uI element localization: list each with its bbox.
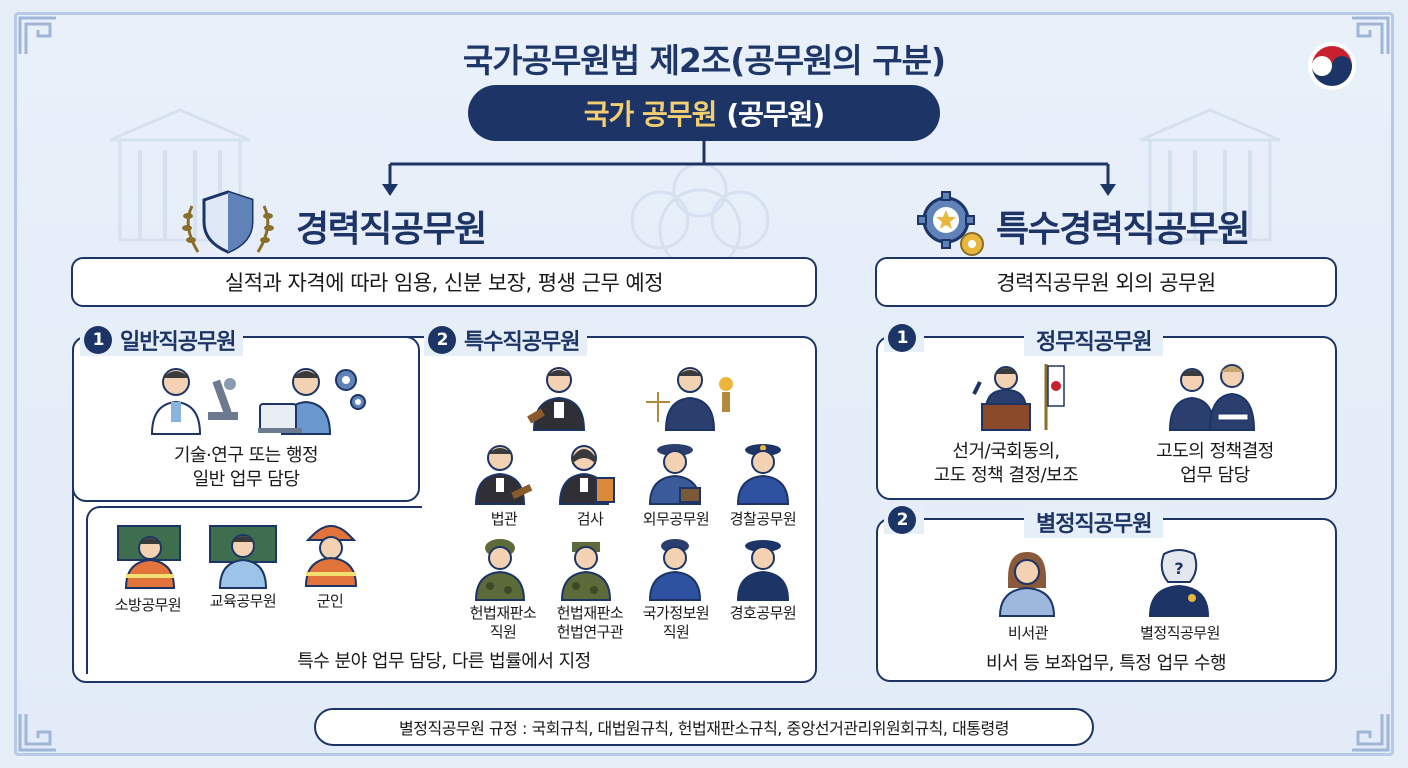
special-item-label: 헌법재판소 직원 bbox=[460, 604, 546, 642]
foreign-service-icon bbox=[648, 444, 702, 505]
career-desc: 실적과 자격에 따라 임용, 신분 보장, 평생 근무 예정 bbox=[71, 257, 817, 307]
prosecutor-icon bbox=[558, 445, 615, 505]
firefighter-helmet-icon bbox=[304, 525, 358, 587]
separate-caption: 비서 등 보좌업무, 특정 업무 수행 bbox=[985, 653, 1227, 674]
building-watermark bbox=[109, 108, 251, 242]
number-badge: 2 bbox=[888, 506, 916, 534]
separate-panel bbox=[876, 518, 1337, 682]
special-item-label: 법관 bbox=[490, 510, 518, 528]
researcher-icon bbox=[150, 368, 238, 435]
special-duty-caption: 특수 분야 업무 담당, 다른 법률에서 지정 bbox=[297, 651, 591, 672]
special-item-line2: 직원 bbox=[662, 623, 690, 641]
general-duty-label-text: 일반직공무원 bbox=[120, 330, 236, 355]
bottom-item-label: 소방공무원 bbox=[114, 596, 182, 614]
judge-icon bbox=[474, 445, 533, 505]
political-left-caption: 선거/국회동의, 고도 정책 결정/보조 bbox=[896, 440, 1116, 488]
firefighter-classroom-icon bbox=[117, 525, 181, 589]
speaker-podium-icon bbox=[972, 364, 1065, 431]
special-item-line2: 직원 bbox=[489, 623, 517, 641]
constitutional-researcher-icon bbox=[560, 542, 612, 601]
special-item-line1: 국가정보원 bbox=[642, 604, 710, 622]
national-civil-servant-pill: 국가 공무원 (공무원) bbox=[468, 85, 940, 141]
political-label-text: 정무직공무원 bbox=[1036, 330, 1152, 355]
separate-label-text: 별정직공무원 bbox=[1036, 512, 1152, 537]
pill-rest-text: (공무원) bbox=[726, 98, 825, 131]
corner-ornament bbox=[16, 710, 60, 754]
special-item-label: 국가정보원 직원 bbox=[632, 604, 720, 642]
gear-star-icon bbox=[917, 191, 984, 256]
number-badge: 1 bbox=[888, 324, 916, 352]
political-label: 1 bbox=[884, 324, 924, 352]
building-watermark bbox=[1139, 108, 1281, 242]
number-badge: 2 bbox=[428, 326, 456, 354]
general-caption-line1: 기술·연구 또는 행정 bbox=[173, 445, 319, 466]
general-caption-line2: 일반 업무 담당 bbox=[192, 469, 300, 490]
political-left-line2: 고도 정책 결정/보조 bbox=[933, 465, 1079, 486]
bottom-item-label: 군인 bbox=[316, 592, 344, 610]
special-item-label: 경찰공무원 bbox=[729, 510, 797, 528]
political-left-line1: 선거/국회동의, bbox=[952, 441, 1060, 462]
corner-ornament bbox=[1348, 14, 1392, 58]
special-item-label: 헌법재판소 헌법연구관 bbox=[544, 604, 636, 642]
political-right-line2: 업무 담당 bbox=[1180, 465, 1250, 486]
general-duty-panel bbox=[72, 336, 420, 502]
general-duty-label: 1 일반직공무원 bbox=[80, 324, 244, 356]
special-item-line1: 헌법재판소 bbox=[556, 604, 624, 622]
shield-laurel-icon bbox=[182, 190, 274, 254]
pill-gold-text: 국가 공무원 bbox=[583, 98, 718, 131]
police-icon bbox=[736, 444, 790, 505]
special-career-desc: 경력직공무원 외의 공무원 bbox=[875, 257, 1337, 307]
military-court-staff-icon bbox=[474, 539, 526, 601]
special-career-title: 특수경력직공무원 bbox=[996, 209, 1250, 250]
security-service-icon bbox=[736, 540, 790, 601]
diplomat-figure-icon bbox=[646, 367, 733, 431]
special-duty-label: 2 특수직공무원 bbox=[424, 324, 588, 356]
office-worker-icon bbox=[258, 368, 366, 435]
political-right-line1: 고도의 정책결정 bbox=[1156, 441, 1274, 462]
special-item-line1: 헌법재판소 bbox=[469, 604, 537, 622]
corner-ornament bbox=[1348, 710, 1392, 754]
judge-figure-icon bbox=[527, 367, 586, 431]
teacher-icon bbox=[209, 525, 277, 589]
footer-note: 별정직공무원 규정 : 국회규칙, 대법원규칙, 헌법재판소규칙, 중앙선거관리… bbox=[314, 708, 1094, 746]
secretary-label: 비서관 bbox=[1008, 624, 1048, 642]
special-duty-label-text: 특수직공무원 bbox=[464, 330, 580, 355]
corner-ornament bbox=[16, 14, 60, 58]
political-right-caption: 고도의 정책결정 업무 담당 bbox=[1110, 440, 1320, 488]
separate-label: 2 bbox=[884, 506, 924, 534]
general-duty-caption: 기술·연구 또는 행정 일반 업무 담당 bbox=[86, 444, 406, 492]
secretary-icon bbox=[998, 552, 1056, 617]
separate-label-title: 별정직공무원 bbox=[1024, 506, 1164, 538]
number-badge: 1 bbox=[84, 326, 112, 354]
page-title: 국가공무원법 제2조(공무원의 구분) bbox=[462, 41, 946, 80]
special-item-label: 검사 bbox=[576, 510, 604, 528]
officials-meeting-icon bbox=[1168, 364, 1256, 431]
government-emblem-icon bbox=[1308, 42, 1356, 90]
separate-official-label: 별정직공무원 bbox=[1140, 624, 1220, 642]
career-title: 경력직공무원 bbox=[296, 209, 487, 250]
nis-staff-icon bbox=[648, 539, 702, 601]
special-item-label: 경호공무원 bbox=[729, 604, 797, 622]
special-item-label: 외무공무원 bbox=[642, 510, 710, 528]
anonymous-official-icon: ? bbox=[1148, 549, 1210, 617]
flower-watermark bbox=[630, 162, 770, 270]
political-label-title: 정무직공무원 bbox=[1024, 324, 1164, 356]
special-item-line2: 헌법연구관 bbox=[556, 623, 624, 641]
svg-text:?: ? bbox=[1174, 559, 1183, 578]
bottom-item-label: 교육공무원 bbox=[209, 592, 277, 610]
